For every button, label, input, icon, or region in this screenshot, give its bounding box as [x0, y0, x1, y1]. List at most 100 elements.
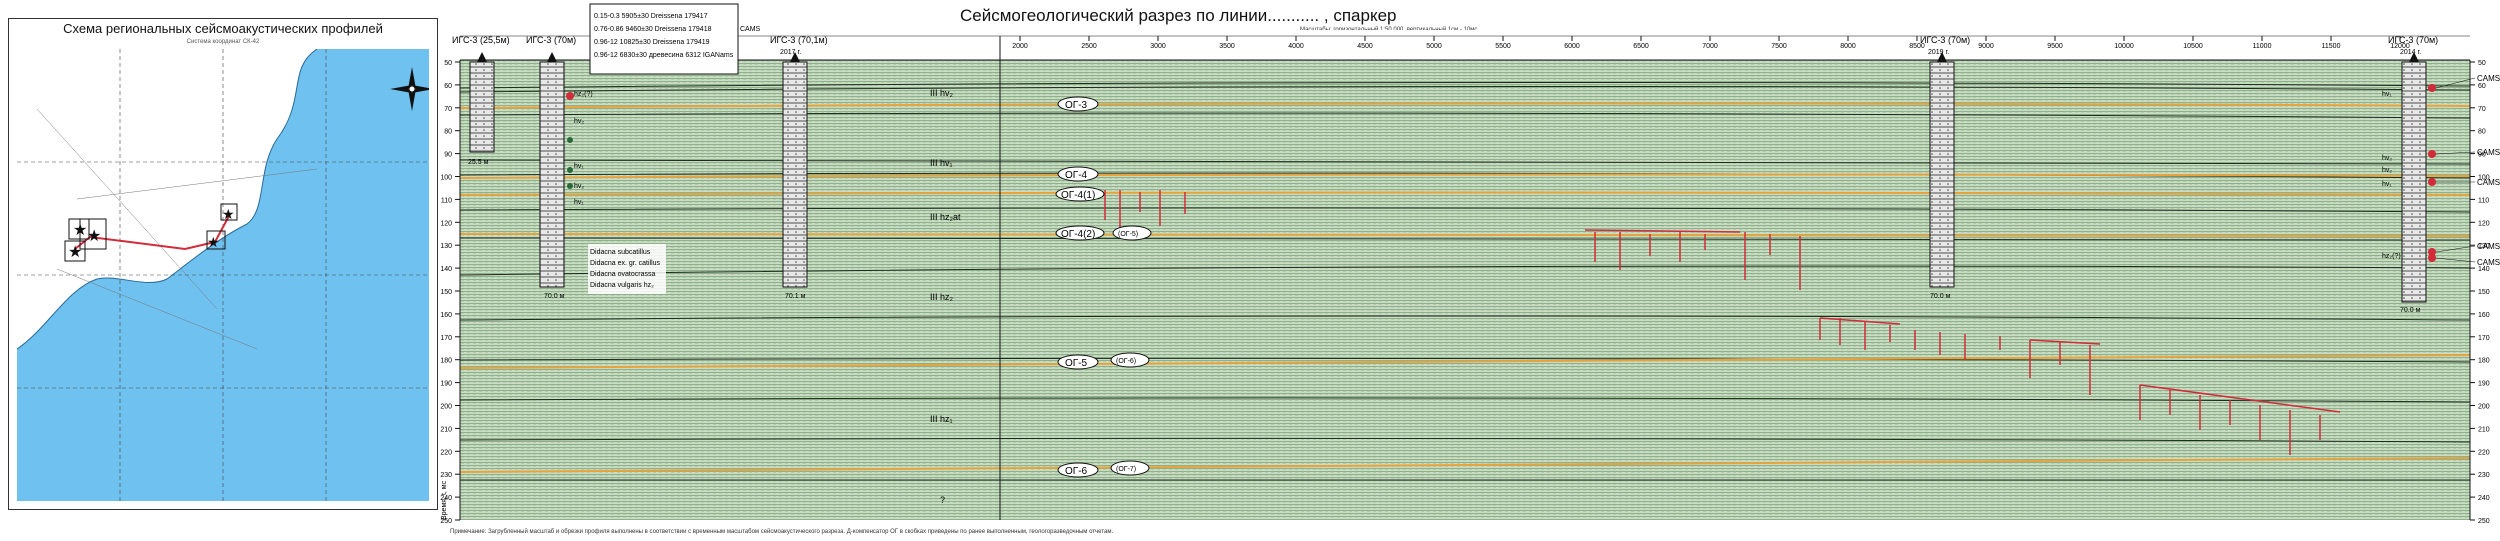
borehole-4-depth: 70.0 м — [1930, 293, 1951, 300]
svg-text:(ОГ-5): (ОГ-5) — [1118, 231, 1138, 238]
borehole-3: ИГС-3 (70,1м) 2017 г. 70.1 м — [770, 35, 828, 300]
distance-tick-label: 12000 — [2390, 43, 2410, 50]
axis-tick-label: 150 — [2478, 289, 2490, 296]
distance-tick-label: 9500 — [2047, 43, 2063, 50]
horizon-lines — [459, 102, 2471, 473]
axis-tick-label: 90 — [444, 152, 452, 159]
distance-tick-label: 9000 — [1978, 43, 1994, 50]
svg-text:III hz₁: III hz₁ — [930, 414, 953, 424]
axis-tick-label: 240 — [440, 495, 452, 502]
borehole-4-name: ИГС-3 (70м) — [1920, 35, 1970, 45]
svg-text:hz₂(?): hz₂(?) — [2382, 253, 2401, 260]
svg-text:CAMS 172871 LLNLUSA >50000: CAMS 172871 LLNLUSA >50000 — [2477, 242, 2500, 251]
borehole-frames — [64, 203, 238, 262]
axis-tick-label: 230 — [440, 472, 452, 479]
fauna-list: Didacna subcatillus Didacna ex. gr. cati… — [588, 244, 666, 294]
axis-tick-label: 120 — [440, 220, 452, 227]
distance-tick-label: 8500 — [1909, 43, 1925, 50]
axis-tick-label: 210 — [440, 426, 452, 433]
distance-tick-label: 2500 — [1081, 43, 1097, 50]
section-title: Сейсмогеологический разрез по линии.....… — [960, 6, 1397, 25]
borehole-5-depth: 70.0 м — [2400, 307, 2421, 314]
svg-text:★: ★ — [68, 242, 82, 261]
left-time-axis: 5060708090100110120130140150160170180190… — [440, 60, 460, 525]
axis-tick-label: 170 — [440, 335, 452, 342]
svg-text:ОГ-4(1): ОГ-4(1) — [1061, 190, 1095, 201]
borehole-5-name: ИГС-3 (70м) — [2388, 35, 2438, 45]
axis-tick-label: 160 — [440, 312, 452, 319]
dating-row: 0.96-12 10825±30 Dreissena 179419 — [594, 39, 710, 46]
axis-tick-label: 110 — [2478, 197, 2489, 204]
axis-tick-label: 100 — [440, 175, 452, 182]
distance-tick-label: 5000 — [1426, 43, 1442, 50]
axis-tick-label: 220 — [440, 449, 452, 456]
svg-text:hv₁: hv₁ — [2382, 91, 2392, 98]
horizon-labels: ОГ-3 ОГ-4 ОГ-4(1) ОГ-4(2) (ОГ-5) ОГ-5 (О… — [1055, 96, 1152, 478]
svg-text:★: ★ — [207, 235, 220, 251]
axis-tick-label: 200 — [2478, 404, 2490, 411]
axis-tick-label: 160 — [2478, 312, 2490, 319]
axis-tick-label: 120 — [2478, 220, 2490, 227]
svg-text:CAMS 172872 LLNLUSA >51900: CAMS 172872 LLNLUSA >51900 — [2477, 258, 2500, 267]
axis-tick-label: 170 — [2478, 335, 2490, 342]
svg-text:hv₂: hv₂ — [574, 118, 584, 125]
svg-text:Didacna ex. gr. catillus: Didacna ex. gr. catillus — [590, 260, 661, 267]
cams-labels: CAMS 172868 LLNLUSA 23200 ± 140 CAMS 172… — [2435, 74, 2500, 267]
axis-tick-label: 130 — [440, 243, 452, 250]
north-arrow-icon — [390, 67, 429, 111]
svg-text:ОГ-4(2): ОГ-4(2) — [1061, 229, 1095, 240]
distance-tick-label: 5500 — [1495, 43, 1511, 50]
svg-text:ОГ-5: ОГ-5 — [1065, 358, 1088, 369]
axis-tick-label: 190 — [2478, 381, 2490, 388]
axis-tick-label: 230 — [2478, 472, 2490, 479]
map-subtitle: Система координат СК-42 — [186, 39, 260, 45]
borehole-4-year: 2019 г. — [1928, 49, 1949, 56]
svg-text:hv₁: hv₁ — [2382, 181, 2392, 188]
left-axis-label: Время, t, мс — [441, 480, 448, 520]
svg-text:CAMS 172868 LLNLUSA 23200 ± 14: CAMS 172868 LLNLUSA 23200 ± 140 — [2477, 74, 2500, 83]
distance-tick-label: 6000 — [1564, 43, 1580, 50]
seismic-image — [460, 60, 2470, 520]
dating-row: 0.96-12 6830±30 древесина 6312 IGANams — [594, 52, 734, 59]
axis-tick-label: 60 — [2478, 83, 2486, 90]
dating-lab: CAMS — [740, 26, 761, 33]
distance-tick-label: 4000 — [1288, 43, 1304, 50]
axis-tick-label: 80 — [444, 129, 452, 136]
dating-row: 0.15-0.3 5905±30 Dreissena 179417 — [594, 13, 708, 20]
svg-text:CAMS 172869 LLNLUSA >51900: CAMS 172869 LLNLUSA >51900 — [2477, 148, 2500, 157]
axis-tick-label: 140 — [440, 266, 452, 273]
distance-tick-label: 8000 — [1840, 43, 1856, 50]
svg-text:★: ★ — [73, 220, 87, 239]
svg-text:ОГ-4: ОГ-4 — [1065, 170, 1088, 181]
svg-text:ОГ-3: ОГ-3 — [1065, 100, 1088, 111]
dating-row: 0.76-0.86 9460±30 Dreissena 179418 — [594, 26, 712, 33]
axis-tick-label: 140 — [2478, 266, 2490, 273]
axis-tick-label: 50 — [444, 60, 452, 67]
axis-tick-label: 70 — [444, 106, 452, 113]
svg-text:Didacna ovatocrassa: Didacna ovatocrassa — [590, 271, 655, 278]
borehole-5: ИГС-3 (70м) 2014 г. 70.0 м — [2388, 35, 2438, 314]
axis-tick-label: 130 — [2478, 243, 2490, 250]
axis-tick-label: 250 — [2478, 518, 2490, 525]
borehole-2: ИГС-3 (70м) 70.0 м — [526, 35, 576, 300]
axis-tick-label: 50 — [2478, 60, 2486, 67]
sample-markers — [566, 84, 2436, 262]
svg-text:hv₂: hv₂ — [2382, 155, 2392, 162]
svg-text:(ОГ-6): (ОГ-6) — [1116, 358, 1136, 365]
distance-tick-label: 10500 — [2183, 43, 2203, 50]
unit-labels: III hv₂ III hv₁ III hz₂at III hz₂ III hz… — [930, 88, 961, 505]
dating-box: 0.15-0.3 5905±30 Dreissena 179417 0.76-0… — [589, 3, 761, 75]
svg-text:Didacna vulgaris hz₂: Didacna vulgaris hz₂ — [590, 282, 654, 289]
borehole-1: ИГС-3 (25,5м) 25.5 м — [452, 35, 510, 166]
svg-text:ОГ-6: ОГ-6 — [1065, 466, 1088, 477]
borehole-4: ИГС-3 (70м) 2019 г. 70.0 м — [1920, 35, 1970, 300]
borehole-3-depth: 70.1 м — [785, 293, 806, 300]
axis-tick-label: 70 — [2478, 106, 2486, 113]
distance-tick-label: 7000 — [1702, 43, 1718, 50]
map-grid — [17, 49, 429, 501]
svg-text:III hv₁: III hv₁ — [930, 158, 953, 168]
axis-tick-label: 150 — [440, 289, 452, 296]
distance-tick-label: 3500 — [1219, 43, 1235, 50]
